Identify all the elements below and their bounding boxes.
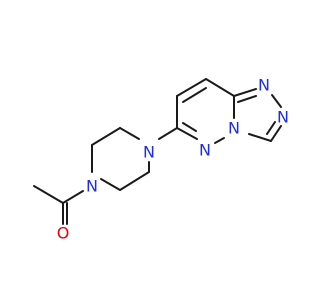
bond-carbonyl-n	[62, 190, 84, 204]
atom-label-n-pip1: N	[86, 177, 98, 196]
bond-tri-c8a-n1-inner	[237, 95, 257, 103]
atom-oxygen: O	[57, 224, 70, 243]
atom-label-n-tri1: N	[258, 76, 270, 95]
bond-pip-c3-n4	[119, 127, 140, 140]
bond-pyd-n-n	[214, 137, 225, 144]
bond-tri-c8a-n1	[233, 88, 257, 97]
bond-tri-n1-n2	[271, 94, 282, 108]
bond-pyd-c4-c8a	[205, 78, 235, 97]
bond-pyd-c5-c4	[176, 78, 207, 97]
bond-pyd-n-c6	[176, 127, 198, 140]
bond-pip-c2-c3	[91, 127, 121, 146]
structure-drawing: O N N N N N N	[33, 76, 289, 243]
bond-pip-n4-pyd	[158, 127, 178, 140]
bond-tri-n2-c3-inner	[266, 121, 276, 135]
bond-pip-c6-n1	[100, 178, 121, 191]
atom-label-n-pip2: N	[143, 143, 155, 162]
molecule-diagram: O N N N N N N	[33, 76, 289, 243]
atom-label-n-bridge: N	[228, 119, 240, 138]
atom-nitrogen-triazole-2: N	[277, 108, 289, 127]
atom-nitrogen-bridgehead: N	[228, 119, 240, 138]
atom-nitrogen-piperazine-1: N	[86, 177, 98, 196]
bond-methyl-carbonyl	[33, 185, 64, 204]
bond-pyd-n-c6-inner	[182, 122, 197, 132]
atom-nitrogen-pyridazine: N	[199, 141, 211, 160]
atom-nitrogen-piperazine-2: N	[143, 143, 155, 162]
atom-label-n-pyd: N	[199, 141, 211, 160]
atom-label-o: O	[57, 224, 70, 243]
bond-pyd-c5-c4-inner	[182, 87, 207, 103]
atom-label-n-tri2: N	[277, 108, 289, 127]
atom-nitrogen-triazole-1: N	[258, 76, 270, 95]
bond-tri-c3-n4	[248, 133, 272, 142]
bond-pip-c5-c6	[119, 171, 150, 191]
bond-tri-n2-c3	[270, 125, 282, 142]
